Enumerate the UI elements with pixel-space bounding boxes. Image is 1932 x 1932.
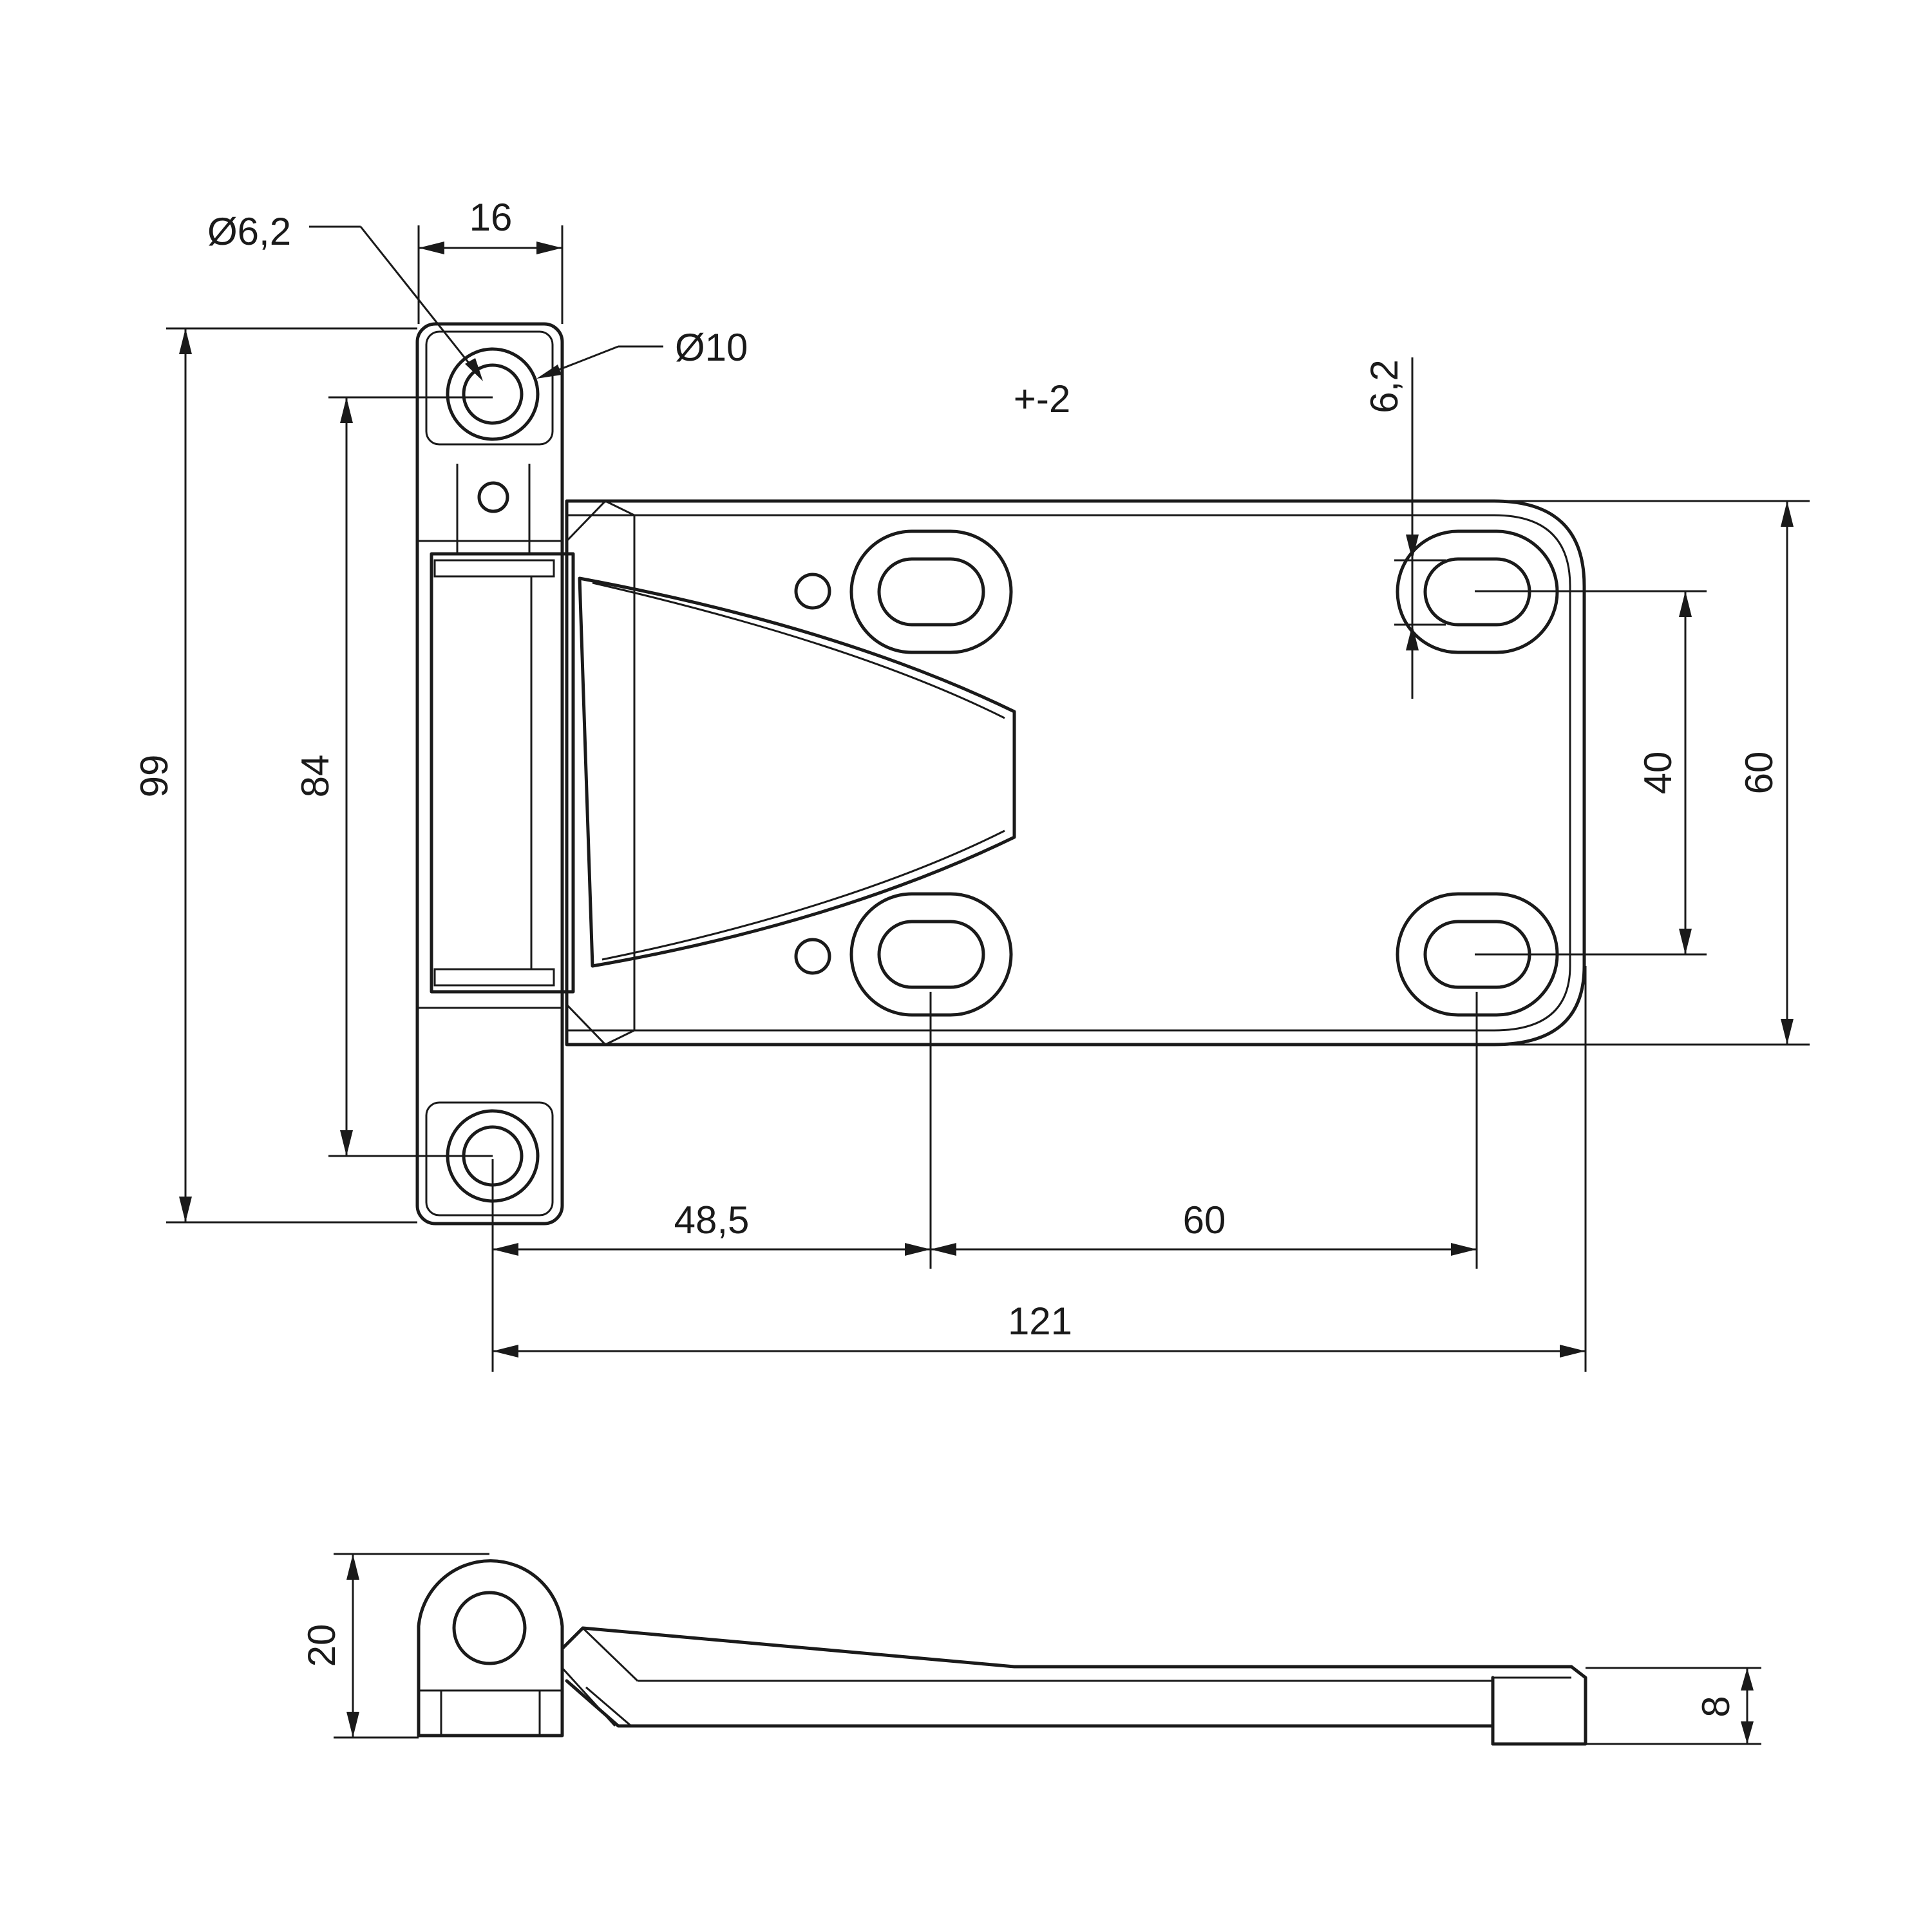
slot-upper-left xyxy=(877,557,985,627)
label-tolerance: +-2 xyxy=(1014,377,1070,421)
dimension-lines xyxy=(166,225,1810,1372)
side-dimension-lines xyxy=(334,1553,1761,1745)
knuckle-top-cap xyxy=(425,330,554,446)
label-slot-width: 6,2 xyxy=(1363,359,1406,413)
small-hole-upper xyxy=(794,573,831,610)
label-hole-diameter: Ø6,2 xyxy=(207,210,291,253)
label-leaf-height: 60 xyxy=(1738,752,1781,795)
label-leaf-thickness: 8 xyxy=(1694,1696,1738,1717)
leaf-plate xyxy=(565,499,1586,1046)
label-hole-spacing: 84 xyxy=(294,755,337,798)
side-pin-hole xyxy=(452,1591,527,1665)
label-side-height: 20 xyxy=(300,1624,343,1667)
label-overall-height: 99 xyxy=(133,755,176,798)
knuckle-strip xyxy=(415,322,564,1226)
slot-lower-left xyxy=(877,920,985,989)
small-pin-hole xyxy=(477,481,509,513)
barrel-body xyxy=(430,552,575,994)
top-view xyxy=(415,322,1586,1226)
dimension-labels: Ø6,2 16 Ø10 +-2 6,2 99 84 40 60 48,5 60 … xyxy=(133,196,1781,1718)
tapered-rib xyxy=(578,576,1016,968)
label-slot-offset: 48,5 xyxy=(674,1198,750,1242)
slot-upper-left-outer xyxy=(849,529,1013,654)
label-slot-spacing: 40 xyxy=(1636,752,1680,795)
label-knuckle-width: 16 xyxy=(469,196,513,239)
knuckle-bottom-cap xyxy=(425,1101,554,1217)
side-view xyxy=(417,1559,1587,1746)
side-leaf xyxy=(560,1626,1587,1746)
label-knuckle-diameter: Ø10 xyxy=(675,326,748,369)
small-hole-lower xyxy=(794,938,831,975)
top-knuckle-outer xyxy=(446,347,540,441)
side-knuckle xyxy=(417,1559,564,1738)
label-overall-length: 121 xyxy=(1008,1300,1072,1343)
label-slot-spacing-horizontal: 60 xyxy=(1183,1198,1226,1242)
top-mounting-hole xyxy=(462,363,524,425)
